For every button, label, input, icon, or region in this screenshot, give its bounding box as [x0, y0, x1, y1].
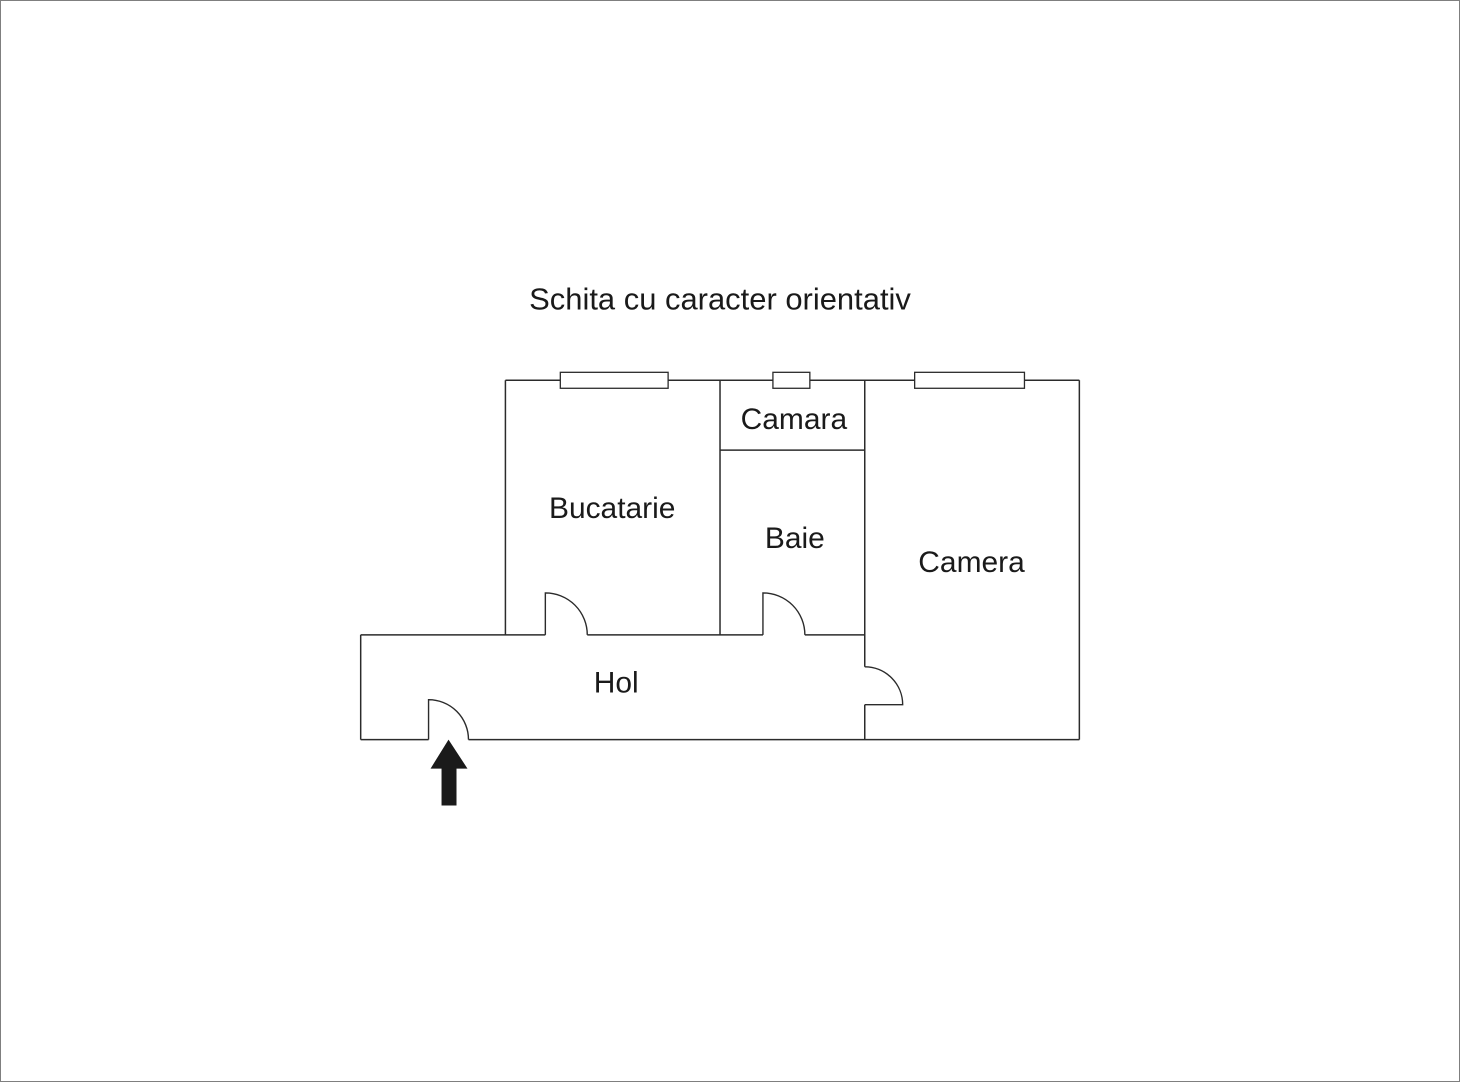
entrance-arrow-icon	[430, 739, 468, 806]
windows	[559, 371, 1026, 389]
door-bucatarie	[544, 592, 588, 635]
room-label-hol: Hol	[594, 667, 639, 700]
diagram-title: Schita cu caracter orientativ	[529, 281, 911, 316]
room-label-camera: Camera	[918, 546, 1025, 579]
window-camara	[772, 371, 811, 389]
window-bucatarie	[559, 371, 669, 389]
room-label-baie: Baie	[765, 522, 825, 555]
window-camera	[914, 371, 1026, 389]
room-label-camara: Camara	[741, 403, 848, 436]
door-baie	[762, 592, 806, 635]
doors	[427, 592, 904, 740]
door-camera	[864, 666, 904, 706]
room-label-bucatarie: Bucatarie	[549, 492, 675, 525]
door-entrance	[427, 699, 470, 740]
